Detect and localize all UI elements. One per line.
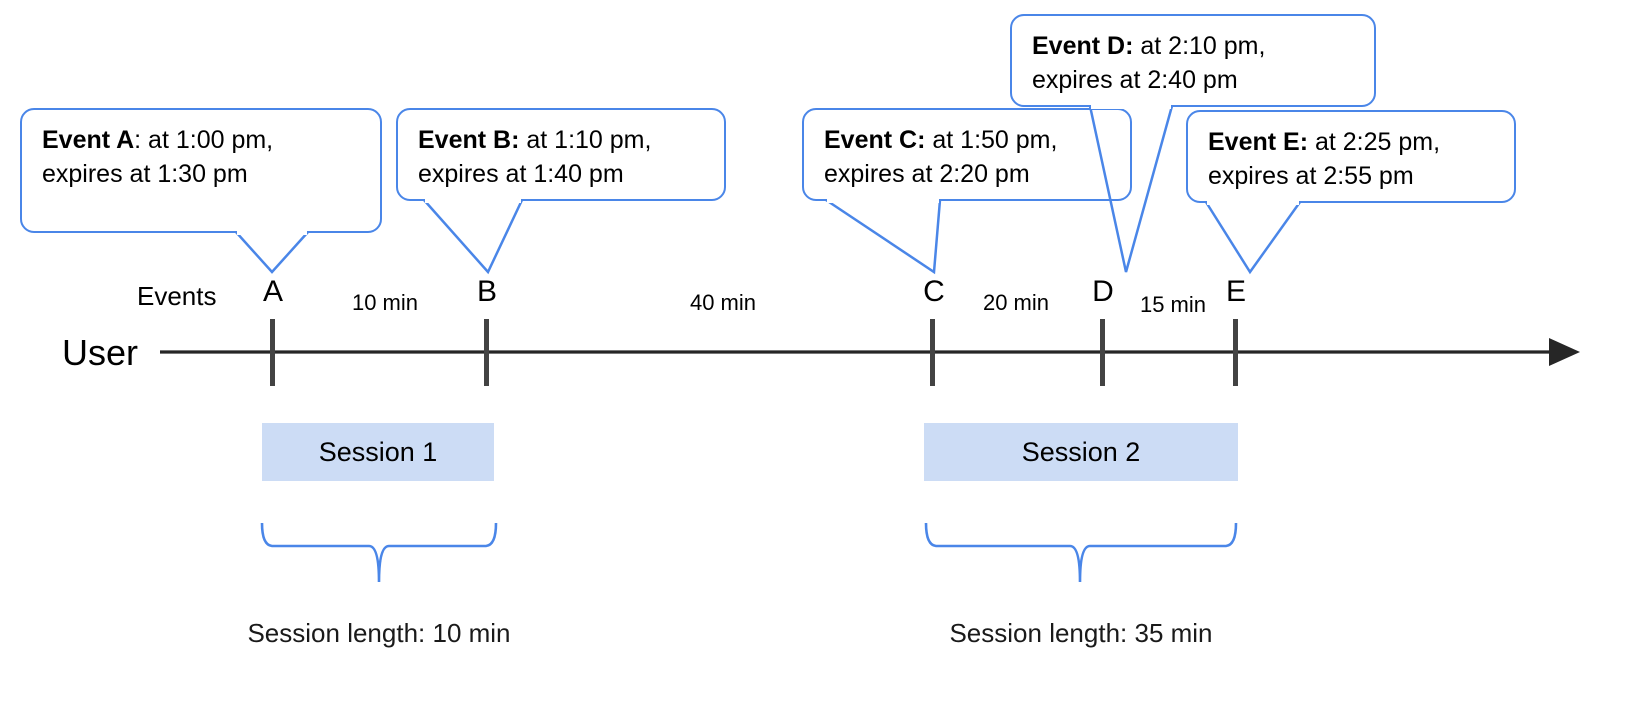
callout-event-b: Event B: at 1:10 pm, expires at 1:40 pm bbox=[396, 108, 726, 201]
brace-session-1 bbox=[260, 522, 498, 583]
gap-label-d-e: 15 min bbox=[1139, 292, 1207, 317]
event-tick-c bbox=[930, 319, 935, 386]
callout-tail-c bbox=[825, 198, 942, 275]
gap-label-b-c: 40 min bbox=[689, 290, 757, 315]
callout-event-d: Event D: at 2:10 pm, expires at 2:40 pm bbox=[1010, 14, 1376, 107]
axis-label-events: Events bbox=[137, 281, 217, 311]
brace-session-2 bbox=[924, 522, 1238, 583]
callout-b-title: Event B: at 1:10 pm, bbox=[418, 126, 652, 154]
event-letter-b: B bbox=[476, 275, 497, 308]
session-length-2: Session length: 35 min bbox=[949, 618, 1213, 648]
callout-tail-e bbox=[1204, 201, 1302, 275]
session-bar-1: Session 1 bbox=[262, 423, 494, 481]
tail-mask-e bbox=[1207, 200, 1299, 205]
axis-row-label-user: User bbox=[62, 332, 139, 373]
callout-b-line2: expires at 1:40 pm bbox=[418, 159, 624, 188]
event-letter-a: A bbox=[262, 275, 283, 308]
callout-event-e: Event E: at 2:25 pm, expires at 2:55 pm bbox=[1186, 110, 1516, 203]
callout-e-title: Event E: at 2:25 pm, bbox=[1208, 128, 1441, 156]
tail-mask-d bbox=[1091, 104, 1171, 109]
event-tick-a bbox=[270, 319, 275, 386]
event-letter-d: D bbox=[1092, 275, 1114, 308]
timeline-arrowhead bbox=[1549, 338, 1580, 366]
session-bar-2-label: Session 2 bbox=[1021, 436, 1141, 467]
event-letter-e: E bbox=[1225, 275, 1246, 308]
event-tick-e bbox=[1233, 319, 1238, 386]
callout-c-line2: expires at 2:20 pm bbox=[824, 159, 1030, 188]
gap-label-c-d: 20 min bbox=[982, 290, 1050, 315]
callout-a-line2: expires at 1:30 pm bbox=[42, 159, 248, 188]
callout-c-title: Event C: at 1:50 pm, bbox=[824, 126, 1058, 154]
callout-tail-d bbox=[1088, 105, 1174, 273]
event-tick-b bbox=[484, 319, 489, 386]
callout-d-line2: expires at 2:40 pm bbox=[1032, 65, 1238, 94]
session-bar-2: Session 2 bbox=[924, 423, 1238, 481]
callout-event-c: Event C: at 1:50 pm, expires at 2:20 pm bbox=[802, 108, 1132, 201]
callout-tail-b bbox=[423, 199, 524, 275]
event-letter-c: C bbox=[923, 275, 945, 308]
event-tick-d bbox=[1100, 319, 1105, 386]
callout-tail-a bbox=[235, 231, 309, 274]
tail-mask-b bbox=[425, 198, 521, 203]
tail-mask-a bbox=[237, 230, 307, 235]
callout-event-a: Event A: at 1:00 pm, expires at 1:30 pm bbox=[20, 108, 382, 233]
callout-a-title: Event A: at 1:00 pm, bbox=[42, 126, 274, 154]
session-length-1: Session length: 10 min bbox=[247, 618, 511, 648]
callout-d-title: Event D: at 2:10 pm, bbox=[1032, 32, 1266, 60]
gap-label-a-b: 10 min bbox=[351, 290, 419, 315]
tail-mask-c bbox=[827, 198, 939, 203]
callout-e-line2: expires at 2:55 pm bbox=[1208, 161, 1414, 190]
session-bar-1-label: Session 1 bbox=[318, 436, 438, 467]
